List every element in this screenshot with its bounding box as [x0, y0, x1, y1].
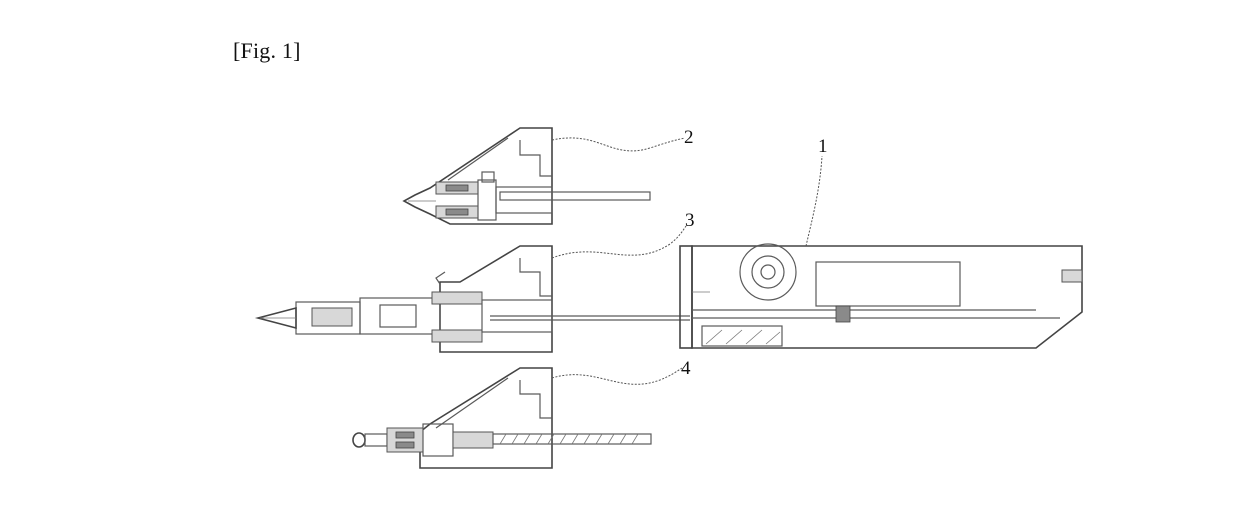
leader-line-2 — [551, 137, 686, 152]
tip-assembly-2 — [402, 127, 651, 225]
pen-body-1 — [679, 243, 1083, 349]
ref-numeral-1: 1 — [818, 136, 828, 157]
leader-line-1 — [805, 155, 823, 247]
ref-numeral-4: 4 — [681, 358, 691, 379]
ref-numeral-2: 2 — [684, 127, 694, 148]
ref-numeral-3: 3 — [685, 210, 695, 231]
leader-line-4 — [551, 367, 683, 385]
tip-assembly-3 — [254, 245, 690, 353]
figure-label: [Fig. 1] — [233, 38, 301, 63]
leader-line-3 — [551, 225, 687, 259]
tip-assembly-4 — [352, 367, 652, 469]
